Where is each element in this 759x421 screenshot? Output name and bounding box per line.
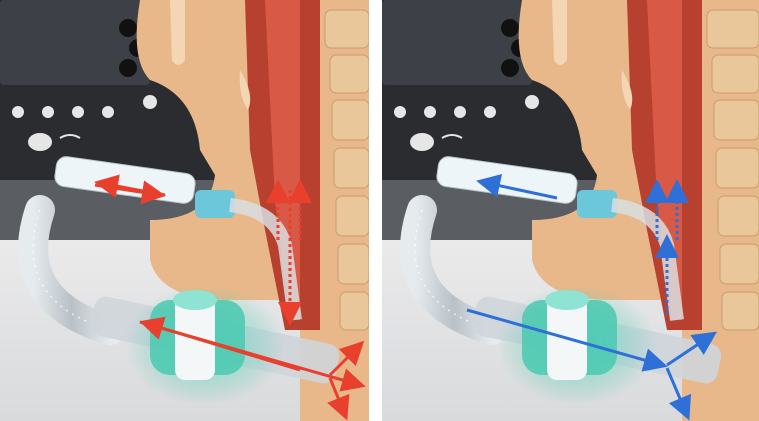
panel-left-expiratory-flow xyxy=(0,0,369,421)
hme-filter xyxy=(125,285,285,405)
panel-right-illustration xyxy=(382,0,759,421)
tracheostomy-connector xyxy=(577,190,617,218)
tracheostomy-connector xyxy=(195,190,235,218)
panel-left-illustration xyxy=(0,0,369,421)
panel-right-inspiratory-flow xyxy=(382,0,759,421)
hme-filter xyxy=(497,285,657,405)
